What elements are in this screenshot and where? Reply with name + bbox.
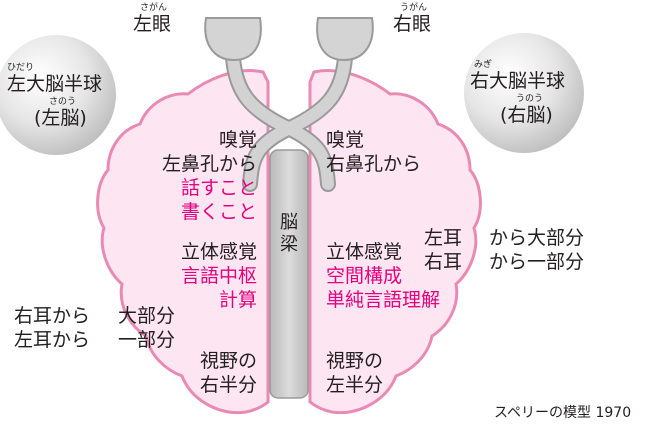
outer-ear-minority: から一部分 <box>489 251 585 273</box>
left-brain-hemisphere <box>96 69 270 415</box>
right-stereognosis: 立体感覚 <box>326 241 403 263</box>
right-spatial: 空間構成 <box>326 265 403 287</box>
left-writing: 書くこと <box>180 201 257 223</box>
right-ear-right: 右耳 <box>424 251 463 273</box>
left-visual-field-1: 視野の <box>199 350 257 372</box>
right-hemisphere-sphere <box>464 33 584 153</box>
credit-caption: スペリーの模型 1970 <box>494 405 632 421</box>
outer-ear-majority: から大部分 <box>489 227 585 249</box>
corpus-callosum-char-2: 梁 <box>280 234 298 255</box>
right-hemisphere-ruby: みぎ <box>474 60 493 70</box>
left-speaking: 話すこと <box>180 177 257 199</box>
left-ear-minority: 一部分 <box>118 329 176 351</box>
left-ear-majority: 大部分 <box>118 305 176 327</box>
right-ear-left: 左耳 <box>424 227 463 249</box>
right-brain-ruby: うのう <box>516 94 544 104</box>
left-language-center: 言語中枢 <box>180 265 257 287</box>
corpus-callosum-label: 脳 梁 <box>278 212 300 256</box>
right-brain-hemisphere <box>308 69 482 415</box>
right-visual-field-1: 視野の <box>326 350 384 372</box>
corpus-callosum-char-1: 脳 <box>280 212 298 233</box>
left-hemisphere-sphere <box>0 35 116 155</box>
right-eye-label: 右眼 <box>393 13 432 35</box>
left-hemisphere-title: 左大脳半球 <box>7 73 103 95</box>
right-eye-ruby: うがん <box>400 3 428 13</box>
outer-right-ear: 右耳から <box>14 305 91 327</box>
right-hemisphere-title: 右大脳半球 <box>470 70 566 92</box>
left-hemisphere-ruby: ひだり <box>7 63 35 73</box>
optic-pathway <box>225 50 353 192</box>
left-eye-ruby: さがん <box>140 3 168 13</box>
left-smell-source: 左鼻孔から <box>161 153 257 175</box>
left-brain-subtitle: (左脳) <box>34 107 87 129</box>
left-visual-field-2: 右半分 <box>199 374 257 396</box>
outer-left-ear: 左耳から <box>14 329 91 351</box>
left-eye-label: 左眼 <box>133 13 172 35</box>
right-visual-field-2: 左半分 <box>326 374 384 396</box>
right-smell-source: 右鼻孔から <box>326 153 422 175</box>
left-brain-ruby: さのう <box>49 97 77 107</box>
right-simple-language: 単純言語理解 <box>326 289 441 311</box>
left-stereognosis: 立体感覚 <box>180 241 257 263</box>
eye-left <box>204 17 262 62</box>
right-smell-title: 嗅覚 <box>326 129 365 151</box>
eye-right <box>316 17 374 62</box>
right-brain-subtitle: (右脳) <box>500 104 553 126</box>
left-calculation: 計算 <box>218 289 257 311</box>
left-smell-title: 嗅覚 <box>218 129 257 151</box>
corpus-callosum <box>269 149 309 399</box>
